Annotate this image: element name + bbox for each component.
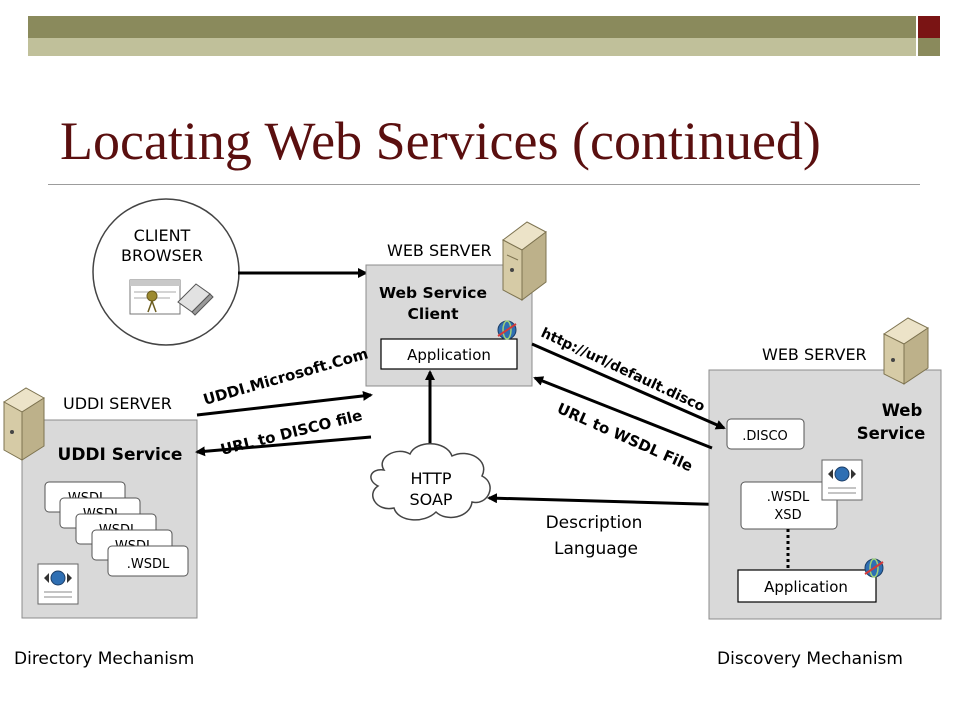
server-tower-icon — [502, 221, 547, 301]
footer-discovery-mechanism: Discovery Mechanism — [717, 649, 903, 669]
wsdl-to-client-arrow — [533, 376, 713, 450]
wsdl-file-label-line2: XSD — [774, 508, 801, 523]
web-document-icon — [37, 563, 79, 605]
web-service-title-line1: Web — [882, 401, 923, 420]
title-divider — [48, 184, 920, 185]
header-band-dark — [28, 16, 916, 38]
web-document-icon — [821, 459, 863, 501]
client-server-header: WEB SERVER — [387, 241, 492, 260]
globe-icon — [864, 558, 884, 578]
uddi-server-header: UDDI SERVER — [63, 394, 172, 413]
client-app-label: Application — [407, 346, 491, 364]
client-to-uddi-arrow — [195, 435, 372, 457]
header-band-light — [28, 38, 916, 56]
web-server-header: WEB SERVER — [762, 345, 867, 364]
cloud-line2: SOAP — [409, 490, 452, 509]
client-server-title-line2: Client — [408, 305, 460, 323]
http-soap-cloud: HTTP SOAP — [370, 443, 491, 521]
wsdl-url-label: URL to WSDL File — [554, 399, 695, 475]
server-tower-icon — [883, 317, 929, 385]
description-line2: Language — [554, 539, 638, 559]
disco-file-label: .DISCO — [742, 429, 788, 444]
uddi-server: UDDI SERVER UDDI Service .WSDL .WSDL .WS… — [21, 394, 198, 619]
description-line1: Description — [546, 513, 643, 533]
globe-icon — [497, 320, 517, 340]
uddi-service-title: UDDI Service — [58, 445, 183, 465]
client-browser: CLIENT BROWSER — [92, 198, 240, 346]
cloud-line1: HTTP — [411, 469, 452, 488]
client-label-line2: BROWSER — [121, 246, 203, 265]
web-service-title-line2: Service — [857, 424, 926, 443]
wsdl-file-label-line1: .WSDL — [767, 490, 810, 505]
client-to-disco-arrow — [531, 342, 726, 430]
uddi-to-client-arrow — [196, 390, 373, 417]
disco-url-label: URL to DISCO file — [219, 406, 365, 459]
header-accent-square — [918, 16, 940, 38]
slide-title: Locating Web Services (continued) — [60, 111, 821, 171]
wsdl-stack: .WSDL .WSDL .WSDL .WSDL .WSDL — [44, 481, 189, 577]
client-server-title-line1: Web Service — [379, 284, 487, 302]
web-service-server: WEB SERVER Web Service .DISCO .WSDL XSD … — [708, 345, 942, 620]
person-icon — [146, 290, 158, 313]
laptop-icon — [177, 283, 214, 316]
web-app-label: Application — [764, 578, 848, 596]
header-accent-square-lower — [918, 38, 940, 56]
soap-wsdl-arrow — [487, 493, 737, 510]
client-label-line1: CLIENT — [134, 226, 191, 245]
wsdl-doc-label-5: .WSDL — [127, 557, 170, 572]
server-tower-icon — [3, 387, 45, 461]
footer-directory-mechanism: Directory Mechanism — [14, 649, 195, 669]
